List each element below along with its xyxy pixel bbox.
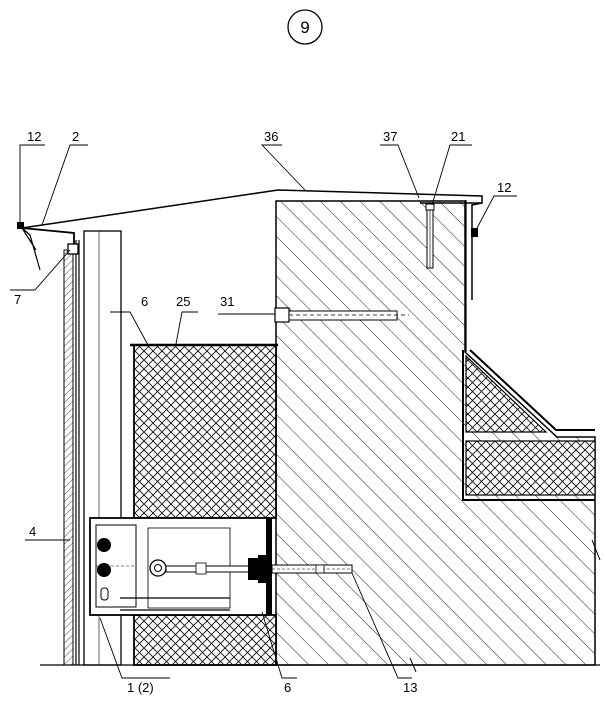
screw-21 (425, 203, 435, 269)
callout-6-bottom: 6 (261, 611, 297, 695)
callout-31-label: 31 (220, 294, 234, 309)
cladding-panel-4 (63, 240, 80, 666)
bracket-assembly (89, 517, 353, 616)
callout-36-label: 36 (264, 129, 278, 144)
callout-7: 7 (10, 249, 71, 307)
callout-2: 2 (41, 129, 88, 226)
callout-25-label: 25 (176, 294, 190, 309)
callout-4-label: 4 (29, 524, 36, 539)
callout-21: 21 (431, 129, 472, 206)
callout-37-label: 37 (383, 129, 397, 144)
callout-7-label: 7 (14, 292, 21, 307)
insulation-layer-left (133, 344, 277, 666)
concrete-wall (275, 200, 601, 673)
callout-2-label: 2 (72, 129, 79, 144)
callout-1-2-label: 1 (2) (127, 680, 154, 695)
callout-37: 37 (380, 129, 420, 199)
callout-21-label: 21 (451, 129, 465, 144)
callout-12-right-label: 12 (497, 180, 511, 195)
callout-12-right: 12 (475, 180, 517, 231)
callout-25: 25 (175, 294, 198, 345)
parapet-cover-36 (17, 189, 483, 300)
callout-4: 4 (25, 524, 70, 541)
sheet-number-circle (287, 9, 323, 45)
callout-6-top: 6 (110, 294, 149, 346)
callout-31: 31 (218, 294, 275, 315)
insulation-layer-right (462, 200, 596, 501)
callout-12-left-label: 12 (27, 129, 41, 144)
callout-6-top-label: 6 (141, 294, 148, 309)
sheet-number: 9 (287, 9, 323, 45)
callout-13-label: 13 (403, 680, 417, 695)
callout-12-left: 12 (19, 129, 45, 222)
anchor-31 (274, 307, 409, 323)
sheet-number-text: 9 (300, 18, 309, 37)
callout-6-bottom-label: 6 (284, 680, 291, 695)
callout-13: 13 (351, 572, 417, 695)
callout-36: 36 (260, 129, 306, 191)
callout-1-2: 1 (2) (99, 617, 170, 695)
